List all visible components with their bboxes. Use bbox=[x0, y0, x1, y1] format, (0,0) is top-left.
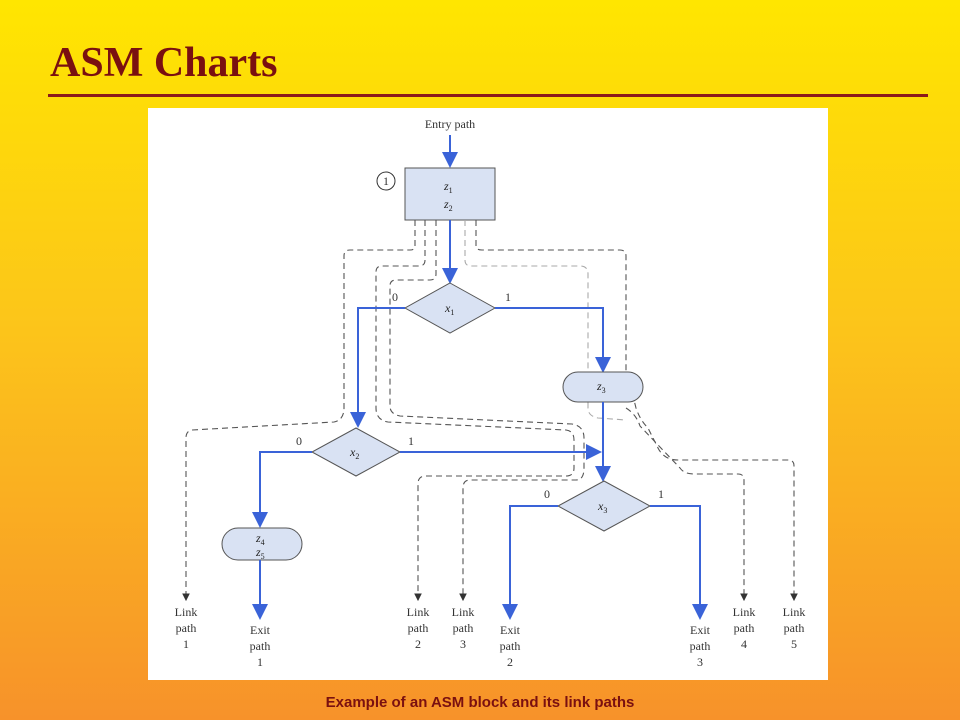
cond-z4z5 bbox=[221, 527, 303, 561]
link-path-4-label: Link path 4 bbox=[733, 605, 756, 651]
svg-text:1: 1 bbox=[257, 655, 263, 669]
svg-text:Link: Link bbox=[407, 605, 430, 619]
svg-text:path: path bbox=[784, 621, 805, 635]
state-box bbox=[404, 167, 496, 221]
title-rule bbox=[48, 94, 928, 97]
link-path-5-line bbox=[475, 220, 798, 602]
decision-x1-label: x1 bbox=[444, 301, 454, 317]
link-path-4-line bbox=[625, 407, 748, 602]
decision-x2-zero: 0 bbox=[296, 434, 302, 448]
decision-x3-zero: 0 bbox=[544, 487, 550, 501]
decision-x3 bbox=[556, 480, 652, 532]
decision-x2-one: 1 bbox=[408, 434, 414, 448]
flow-exit-2 bbox=[502, 505, 558, 620]
decision-x1 bbox=[403, 282, 497, 334]
figure-caption: Example of an ASM block and its link pat… bbox=[325, 694, 635, 711]
decision-x3-label: x3 bbox=[597, 499, 607, 515]
block-number-circle bbox=[376, 171, 396, 191]
decision-x3-one: 1 bbox=[658, 487, 664, 501]
link-path-2-label: Link path 2 bbox=[407, 605, 430, 651]
flow-x1-1 bbox=[495, 307, 611, 373]
block-number: 1 bbox=[383, 174, 389, 188]
svg-text:Link: Link bbox=[175, 605, 198, 619]
decision-x1-zero: 0 bbox=[392, 290, 398, 304]
flow-exit-3 bbox=[650, 505, 708, 620]
decision-x1-one: 1 bbox=[505, 290, 511, 304]
cond-z3-label: z3 bbox=[596, 379, 606, 395]
link-path-3-line bbox=[389, 220, 585, 602]
svg-text:Link: Link bbox=[452, 605, 475, 619]
link-path-5-label: Link path 5 bbox=[783, 605, 806, 651]
cond-z5-label: z5 bbox=[255, 545, 265, 561]
decision-x2 bbox=[310, 427, 402, 477]
svg-text:Exit: Exit bbox=[690, 623, 711, 637]
svg-text:path: path bbox=[453, 621, 474, 635]
svg-text:1: 1 bbox=[183, 637, 189, 651]
link-path-1-label: Link path 1 bbox=[175, 605, 198, 651]
svg-text:5: 5 bbox=[791, 637, 797, 651]
exit-path-1-label: Exit path 1 bbox=[250, 623, 271, 669]
svg-text:Link: Link bbox=[733, 605, 756, 619]
svg-text:path: path bbox=[690, 639, 711, 653]
link-path-3-label: Link path 3 bbox=[452, 605, 475, 651]
link-path-4-upper bbox=[464, 220, 627, 421]
svg-text:path: path bbox=[500, 639, 521, 653]
exit-path-2-label: Exit path 2 bbox=[500, 623, 521, 669]
cond-z4-label: z4 bbox=[255, 531, 265, 547]
asm-diagram-svg: Entry path 1 z1 z2 x1 0 1 z3 x2 0 bbox=[175, 117, 806, 669]
svg-text:path: path bbox=[250, 639, 271, 653]
svg-text:2: 2 bbox=[415, 637, 421, 651]
svg-text:path: path bbox=[408, 621, 429, 635]
decision-x2-label: x2 bbox=[349, 445, 359, 461]
entry-label: Entry path bbox=[425, 117, 475, 131]
flow-x1-0 bbox=[350, 307, 405, 428]
svg-text:Link: Link bbox=[783, 605, 806, 619]
slide-title: ASM Charts bbox=[50, 40, 278, 86]
svg-text:4: 4 bbox=[741, 637, 747, 651]
svg-text:3: 3 bbox=[460, 637, 466, 651]
svg-text:2: 2 bbox=[507, 655, 513, 669]
svg-text:path: path bbox=[176, 621, 197, 635]
exit-path-3-label: Exit path 3 bbox=[690, 623, 711, 669]
link-path-1-line bbox=[182, 220, 416, 602]
state-box-output-1: z1 bbox=[443, 179, 453, 195]
svg-text:3: 3 bbox=[697, 655, 703, 669]
svg-text:Exit: Exit bbox=[250, 623, 271, 637]
flow-x2-0 bbox=[252, 451, 312, 528]
state-box-output-2: z2 bbox=[443, 197, 453, 213]
svg-text:path: path bbox=[734, 621, 755, 635]
link-path-2-line bbox=[375, 220, 575, 602]
asm-diagram: Entry path 1 z1 z2 x1 0 1 z3 x2 0 bbox=[148, 108, 828, 680]
svg-text:Exit: Exit bbox=[500, 623, 521, 637]
